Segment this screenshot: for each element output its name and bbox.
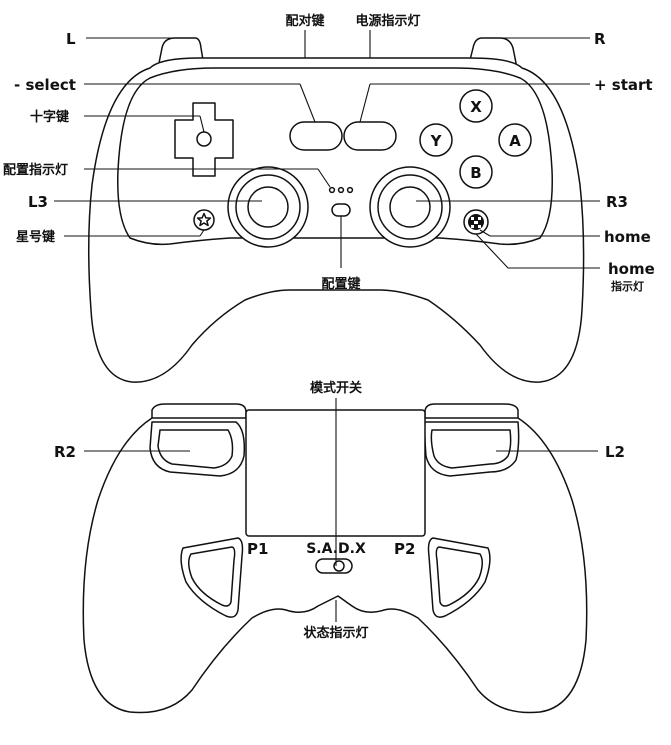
label-config-indicator: 配置指示灯 <box>3 162 68 178</box>
label-star-key: 星号键 <box>16 229 55 245</box>
config-indicator-dot-1 <box>328 186 336 194</box>
left-stick-base <box>227 166 309 248</box>
left-stick-ring <box>235 174 301 240</box>
label-r3: R3 <box>606 193 628 211</box>
config-key <box>331 203 351 217</box>
front-labels: L R 配对键 电源指示灯 - select + start 十字键 配置指示灯… <box>3 13 655 293</box>
a-button-label: A <box>509 132 521 150</box>
left-shoulder-back <box>151 403 247 419</box>
config-indicator-dot-2 <box>337 186 345 194</box>
select-button <box>289 121 343 151</box>
a-button <box>498 123 532 157</box>
back-leader-lines <box>84 398 598 622</box>
front-leader-lines <box>54 30 600 269</box>
home-logo-detail <box>478 217 481 220</box>
home-logo-detail <box>471 225 474 228</box>
label-pair-key: 配对键 <box>285 13 324 29</box>
back-view <box>82 403 588 714</box>
home-logo-detail <box>478 225 481 228</box>
p2-paddle <box>427 537 491 618</box>
star-icon <box>196 212 212 227</box>
y-button-label: Y <box>430 132 443 150</box>
config-indicator-dot-3 <box>346 186 354 194</box>
back-labels: 模式开关 R2 L2 P1 P2 S.A.D.X 状态指示灯 <box>54 380 625 641</box>
front-view: X Y A B <box>87 37 585 383</box>
x-button-label: X <box>470 98 482 116</box>
r2-trigger-inner <box>157 429 234 469</box>
right-shoulder-back <box>424 403 519 419</box>
label-r: R <box>594 30 606 48</box>
b-button <box>459 155 493 189</box>
label-l: L <box>66 30 76 48</box>
label-p2: P2 <box>394 540 415 558</box>
right-stick-base <box>369 166 451 248</box>
label-switch-text: S.A.D.X <box>306 541 366 557</box>
r2-trigger <box>149 421 246 477</box>
label-start: + start <box>594 76 653 94</box>
label-select: - select <box>14 76 76 94</box>
label-home: home <box>604 228 651 246</box>
l2-trigger-inner <box>430 429 512 469</box>
label-home-indicator-line1: home <box>608 260 655 278</box>
dpad-cross <box>174 102 234 177</box>
y-button <box>419 123 453 157</box>
start-button <box>343 121 397 151</box>
label-config-key: 配置键 <box>321 276 360 292</box>
label-mode-switch: 模式开关 <box>310 380 362 396</box>
label-l3: L3 <box>28 193 48 211</box>
right-stick-ring <box>377 174 443 240</box>
face-plate <box>117 67 553 246</box>
left-stick-cap <box>247 186 289 228</box>
label-status-indicator: 状态指示灯 <box>303 625 368 641</box>
p2-paddle-inner <box>435 546 483 607</box>
label-p1: P1 <box>247 540 268 558</box>
home-logo-detail <box>471 217 474 220</box>
controller-body <box>87 57 585 383</box>
label-dpad: 十字键 <box>30 109 69 125</box>
p1-paddle-inner <box>188 546 236 607</box>
l-bumper <box>157 37 204 69</box>
home-logo-detail <box>474 221 478 224</box>
right-stick-cap <box>389 186 431 228</box>
p1-paddle <box>180 537 244 618</box>
label-l2: L2 <box>605 443 625 461</box>
label-r2: R2 <box>54 443 76 461</box>
label-power-indicator: 电源指示灯 <box>355 13 420 29</box>
b-button-label: B <box>470 164 481 182</box>
label-home-indicator-line2: 指示灯 <box>611 279 644 293</box>
x-button <box>459 89 493 123</box>
